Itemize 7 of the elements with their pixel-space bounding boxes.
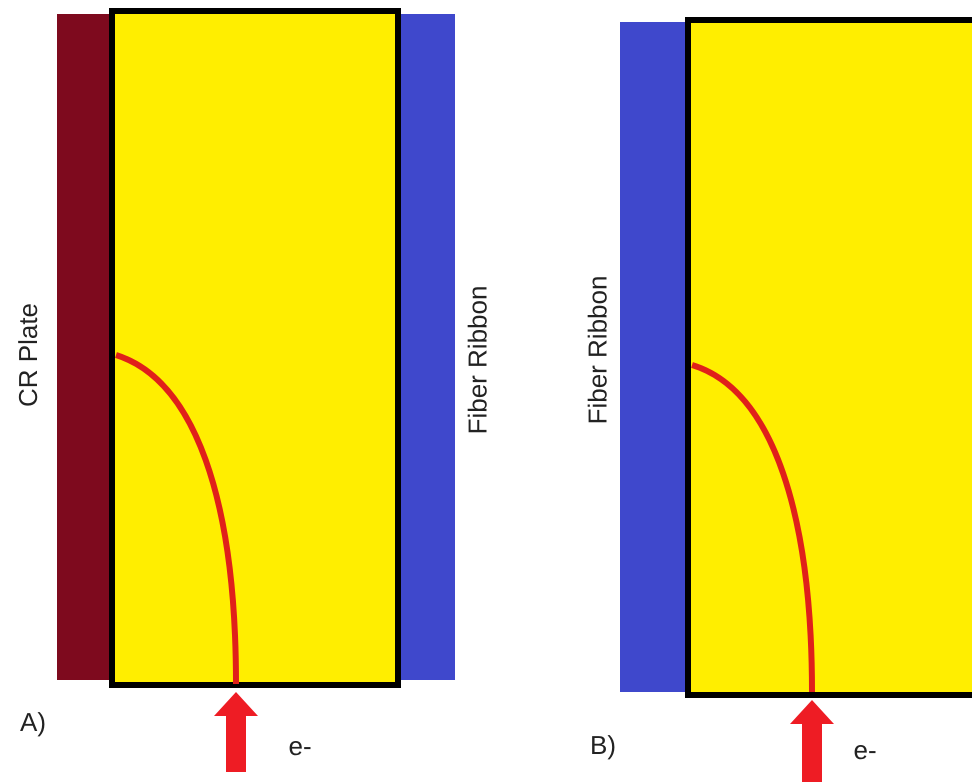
ribbon-label: Fiber Ribbon — [464, 286, 490, 434]
ribbon-label: Fiber Ribbon — [584, 276, 610, 424]
particle-label: e- — [854, 737, 877, 763]
panel-label: B) — [590, 732, 616, 758]
plate-label: CR Plate — [15, 302, 42, 408]
particle-label: e- — [288, 733, 312, 759]
panel-label: A) — [20, 709, 46, 735]
